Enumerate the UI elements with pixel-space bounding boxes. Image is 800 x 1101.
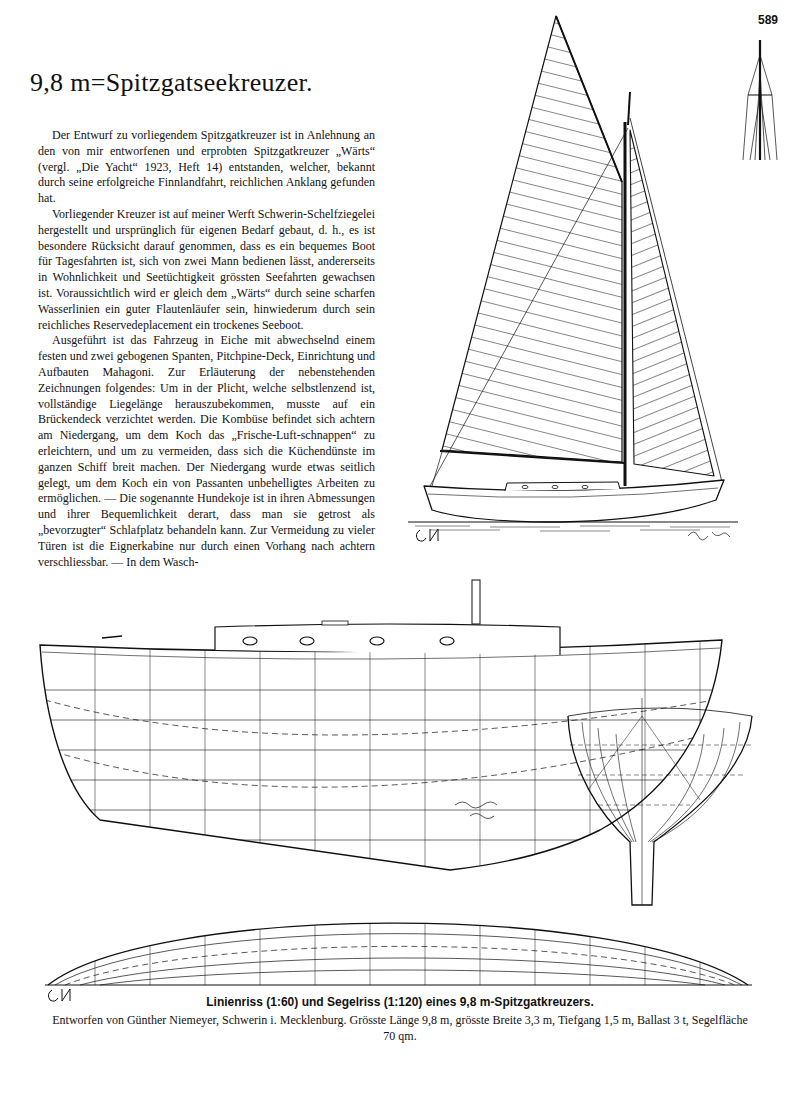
- base-line: [45, 984, 752, 985]
- lines-profile: [30, 580, 730, 900]
- mainsail: [442, 16, 622, 462]
- tiller: [102, 636, 122, 638]
- water-lines: [30, 690, 730, 840]
- center-line: [642, 698, 643, 905]
- monogram: [416, 529, 438, 541]
- cabin-trunk: [505, 482, 620, 491]
- sketch-shrouds: [743, 55, 777, 160]
- topmast: [628, 92, 630, 125]
- body-paragraph: Vorliegender Kreuzer ist auf meiner Werf…: [38, 207, 375, 333]
- section-outline: [568, 716, 752, 905]
- sheer-curve: [568, 708, 752, 716]
- half-breadth-plan: [45, 900, 752, 1001]
- hatch: [322, 621, 348, 625]
- water-hatching: [415, 526, 730, 531]
- sail-plan: [408, 16, 738, 541]
- figure-credit: Entworfen von Günther Niemeyer, Schwerin…: [45, 1013, 755, 1044]
- hull-profile: [40, 640, 722, 870]
- waterline: [408, 522, 738, 523]
- sections: [582, 722, 740, 842]
- boom: [440, 451, 624, 463]
- station-lines: [95, 900, 700, 985]
- figure-caption: Linienriss (1:60) und Segelriss (1:120) …: [0, 995, 800, 1010]
- deck-outline: [48, 923, 748, 985]
- portholes: [522, 485, 588, 488]
- mainsheet: [432, 452, 442, 486]
- jib: [630, 130, 714, 476]
- signature: [455, 802, 497, 819]
- waterline-curves: [55, 934, 742, 985]
- body-paragraph: Der Entwurf zu vorliegendem Spitzgatkreu…: [38, 128, 375, 207]
- text-column: Der Entwurf zu vorliegendem Spitzgatkreu…: [38, 128, 375, 570]
- portholes: [243, 637, 454, 645]
- monogram: [48, 989, 70, 1001]
- rig-sketch: [743, 40, 777, 160]
- signature: [688, 532, 730, 540]
- diagonal-curve: [65, 946, 735, 985]
- body-waterlines: [570, 745, 752, 805]
- forestay: [630, 118, 722, 482]
- page-number: 589: [720, 13, 778, 27]
- hull-side: [424, 480, 724, 522]
- body-paragraph: Ausgeführt ist das Fahrzeug in Eiche mit…: [38, 333, 375, 570]
- body-plan: [568, 698, 752, 905]
- page-title: 9,8 m=Spitzgatseekreuzer.: [30, 68, 410, 98]
- buttock-lines: [45, 700, 715, 787]
- ventilator: [472, 580, 480, 624]
- mast: [624, 122, 627, 486]
- diagonals: [588, 716, 700, 800]
- backstay: [430, 128, 628, 486]
- cabin-house: [215, 624, 560, 655]
